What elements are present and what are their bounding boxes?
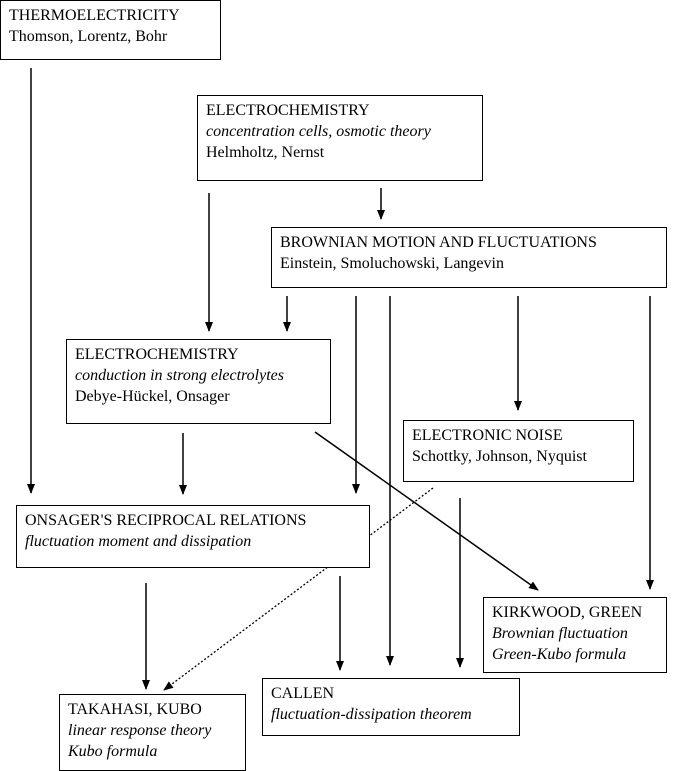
edge-noise-takahasi (163, 487, 434, 691)
node-title: CALLEN (271, 685, 335, 702)
node-electrochemistry-concentration: ELECTROCHEMISTRY concentration cells, os… (197, 95, 483, 181)
node-subtitle: conduction in strong electrolytes (75, 367, 284, 384)
node-people: Schottky, Johnson, Nyquist (412, 448, 587, 465)
node-people: Einstein, Smoluchowski, Langevin (280, 255, 504, 272)
node-subtitle: fluctuation moment and dissipation (25, 533, 252, 550)
node-title: BROWNIAN MOTION AND FLUCTUATIONS (280, 234, 597, 251)
node-subtitle: concentration cells, osmotic theory (206, 123, 431, 140)
node-callen: CALLEN fluctuation-dissipation theorem (262, 678, 520, 736)
node-takahasi-kubo: TAKAHASI, KUBO linear response theory Ku… (59, 694, 246, 771)
node-title: ELECTROCHEMISTRY (75, 346, 239, 363)
node-people: Debye-Hückel, Onsager (75, 388, 230, 405)
node-people: Helmholtz, Nernst (206, 144, 325, 161)
edge-electrochem2-kirkwood (314, 431, 539, 591)
node-onsager-reciprocal: ONSAGER'S RECIPROCAL RELATIONS fluctuati… (16, 505, 370, 568)
node-electronic-noise: ELECTRONIC NOISE Schottky, Johnson, Nyqu… (403, 420, 634, 482)
node-title: THERMOELECTRICITY (9, 7, 180, 24)
node-kirkwood-green: KIRKWOOD, GREEN Brownian fluctuation Gre… (483, 597, 667, 673)
node-title: KIRKWOOD, GREEN (492, 604, 643, 621)
node-electrochemistry-conduction: ELECTROCHEMISTRY conduction in strong el… (66, 339, 331, 424)
node-brownian-motion: BROWNIAN MOTION AND FLUCTUATIONS Einstei… (271, 227, 667, 288)
node-title: ONSAGER'S RECIPROCAL RELATIONS (25, 512, 307, 529)
node-title: ELECTROCHEMISTRY (206, 102, 370, 119)
node-subtitle: Brownian fluctuation (492, 625, 628, 642)
node-subtitle: linear response theory (68, 722, 212, 739)
node-title: TAKAHASI, KUBO (68, 701, 202, 718)
node-subtitle-2: Green-Kubo formula (492, 646, 627, 663)
node-people: Thomson, Lorentz, Bohr (9, 28, 168, 45)
node-subtitle: fluctuation-dissipation theorem (271, 706, 472, 723)
node-subtitle-2: Kubo formula (68, 743, 158, 760)
node-thermoelectricity: THERMOELECTRICITY Thomson, Lorentz, Bohr (0, 0, 221, 60)
node-title: ELECTRONIC NOISE (412, 427, 563, 444)
